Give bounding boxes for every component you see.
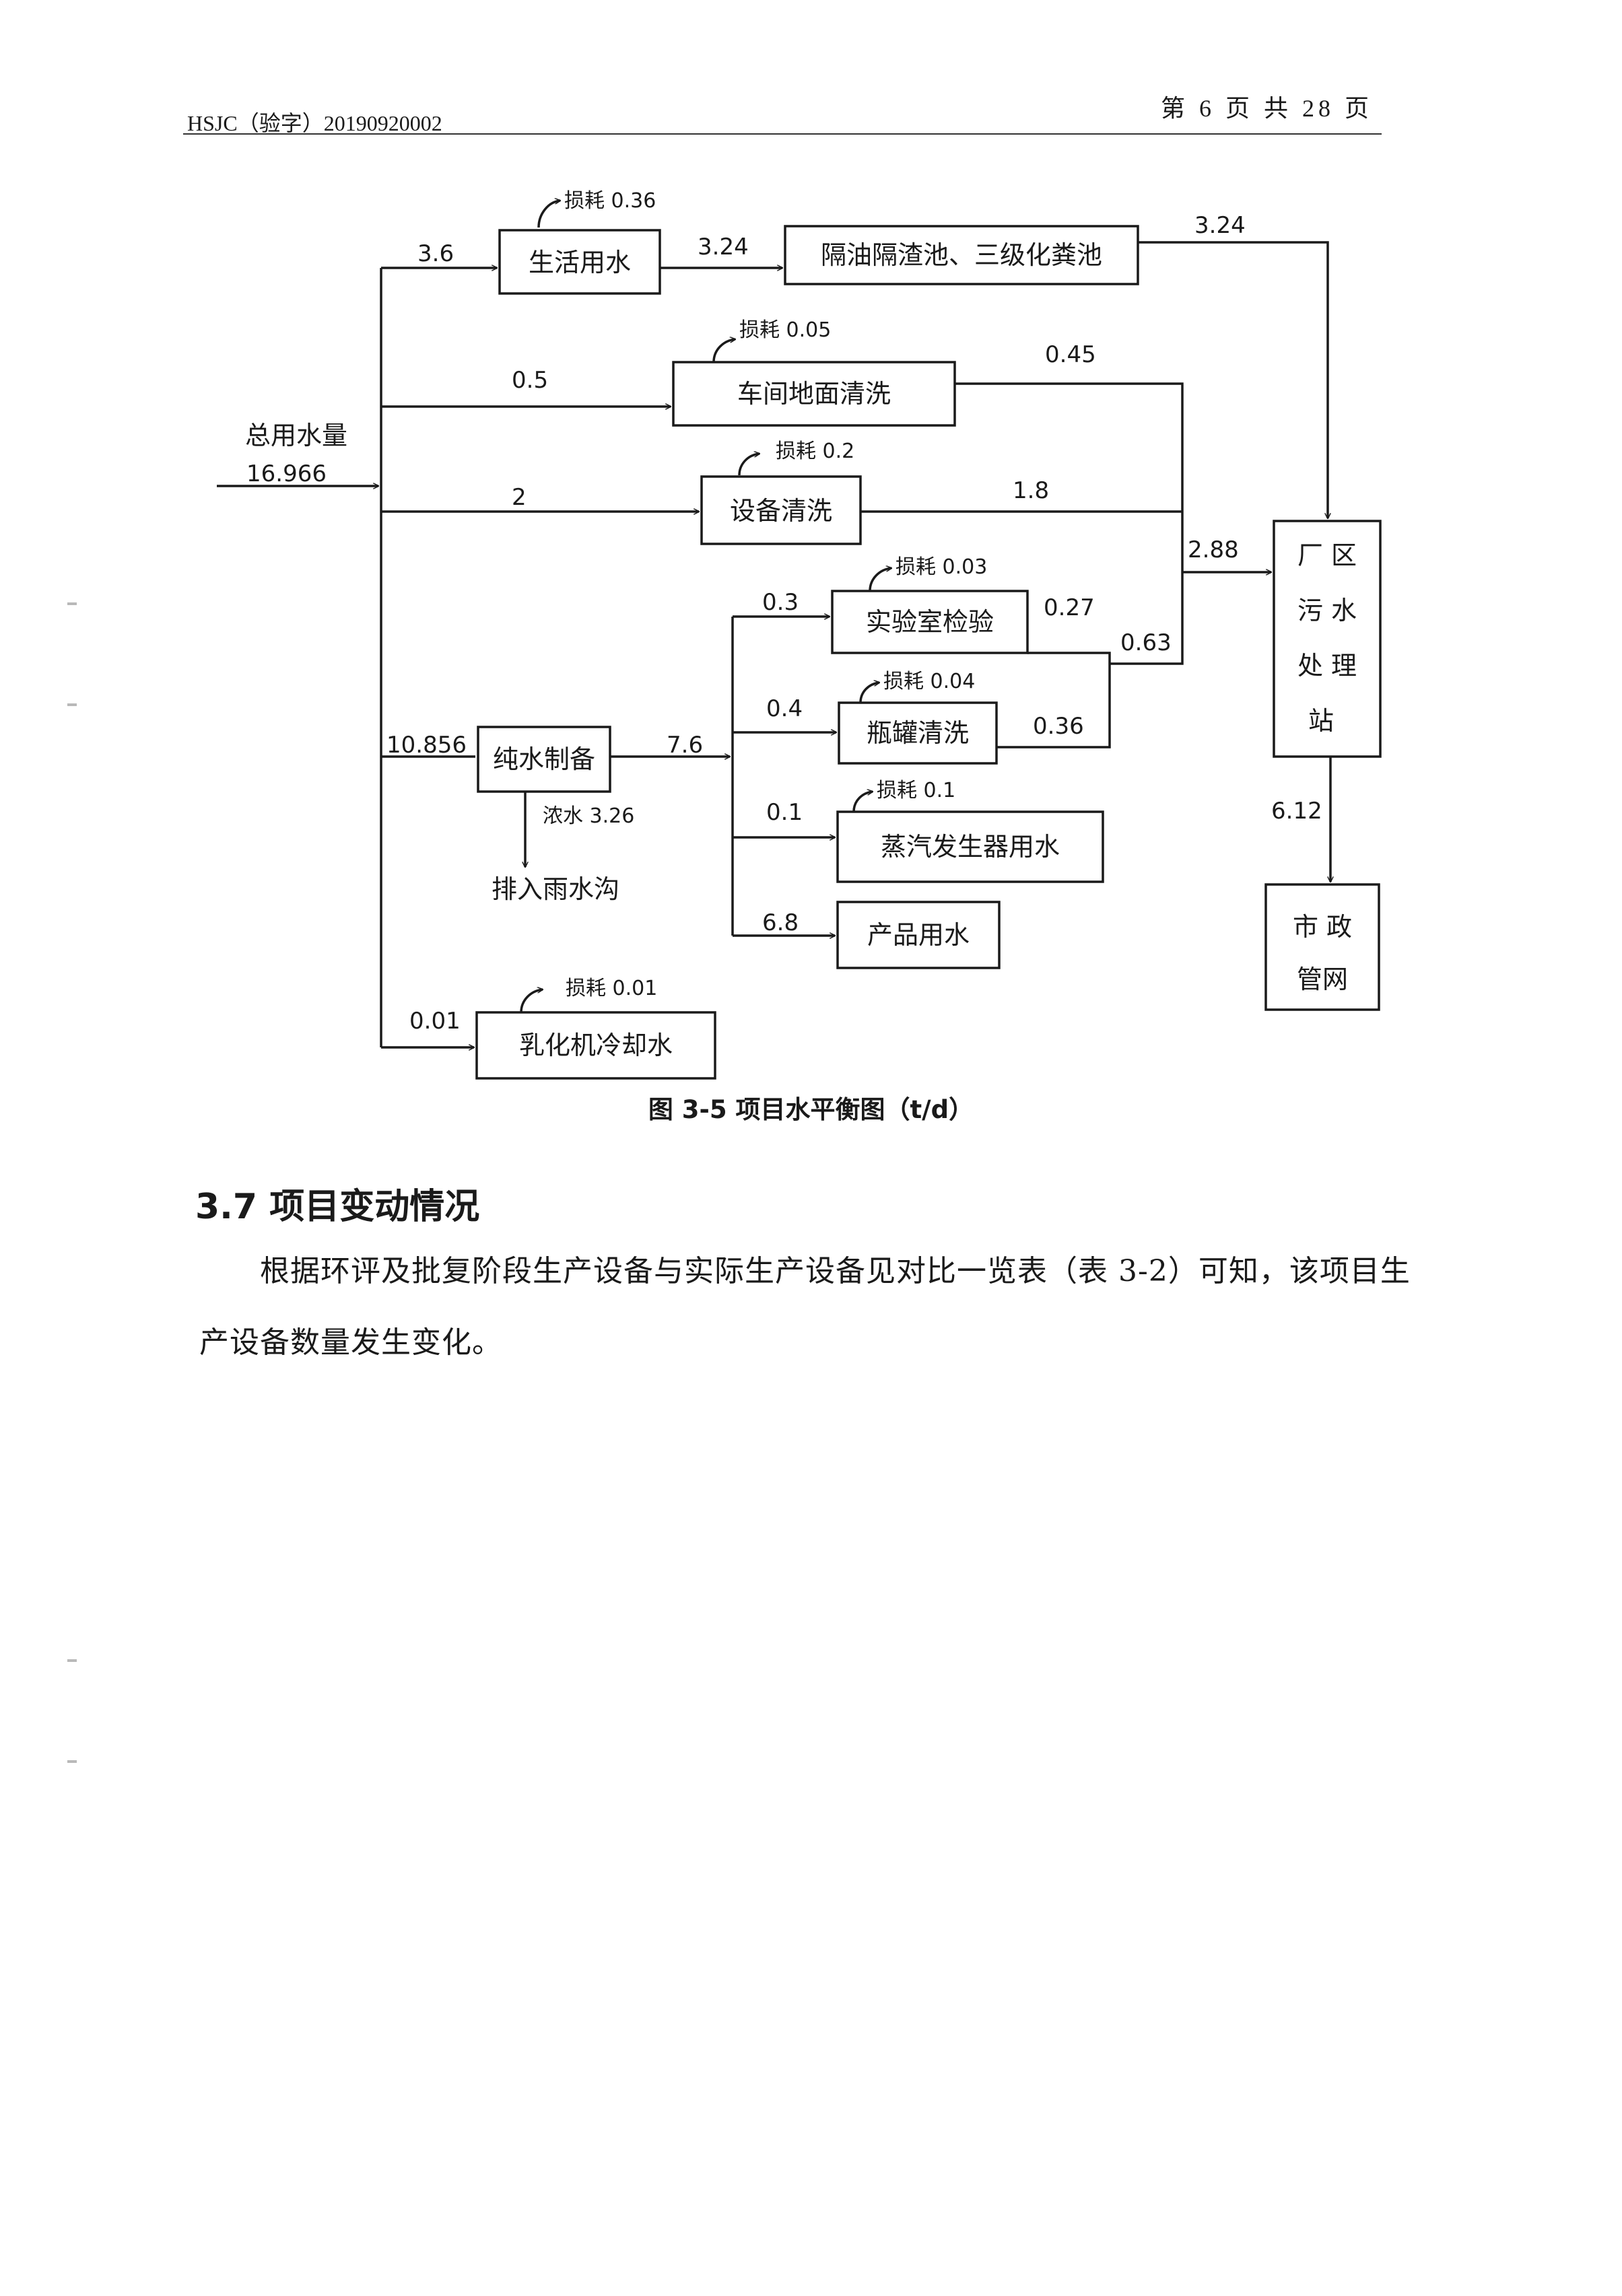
municipal-network-box xyxy=(1264,883,1380,1011)
loss-steam: 损耗 0.1 xyxy=(877,779,955,802)
loss-curve-floor xyxy=(712,339,735,363)
flow-lab-bottle-sum: 0.63 xyxy=(1120,629,1172,656)
bottle-outflow-line xyxy=(996,664,1111,749)
loss-curve-lab xyxy=(869,568,891,592)
lab-outflow-line xyxy=(1027,652,1111,664)
floor-wash-label: 车间地面清洗 xyxy=(737,379,891,409)
treatment-label-line4: 站 xyxy=(1308,706,1334,736)
flow-equip-out: 1.8 xyxy=(1013,477,1049,504)
water-balance-diagram: 生活用水 隔油隔渣池、三级化粪池 车间地面清洗 设备清洗 实验室检验 瓶罐清洗 … xyxy=(217,189,1382,1080)
flow-to-domestic: 3.6 xyxy=(417,240,454,267)
scan-artifact xyxy=(67,703,77,706)
emulsifier-cooling-box xyxy=(475,1011,716,1080)
bottle-wash-label: 瓶罐清洗 xyxy=(867,718,969,748)
flow-to-lab: 0.3 xyxy=(762,589,799,616)
steam-generator-label: 蒸汽发生器用水 xyxy=(881,832,1060,862)
total-water-label: 总用水量 xyxy=(245,421,347,450)
flow-lab-out: 0.27 xyxy=(1044,594,1095,621)
flow-to-pure: 10.856 xyxy=(386,732,467,759)
treatment-label-line2: 污 水 xyxy=(1297,596,1357,625)
total-water-value: 16.966 xyxy=(246,460,327,487)
loss-lab: 损耗 0.03 xyxy=(896,555,987,579)
flow-merged: 2.88 xyxy=(1188,536,1239,563)
loss-curve-emulsifier xyxy=(520,989,543,1013)
loss-curve-equip xyxy=(738,454,759,476)
loss-domestic: 损耗 0.36 xyxy=(564,189,656,213)
flow-floor-out: 0.45 xyxy=(1045,341,1096,368)
equipment-wash-label: 设备清洗 xyxy=(730,496,832,526)
flow-to-bottle: 0.4 xyxy=(766,695,803,722)
loss-equip: 损耗 0.2 xyxy=(776,440,854,463)
flow-to-emulsifier: 0.01 xyxy=(409,1008,461,1035)
section-heading: 3.7 项目变动情况 xyxy=(195,1187,480,1227)
product-water-label: 产品用水 xyxy=(867,920,970,950)
bottle-wash-box xyxy=(838,701,998,765)
lab-bottle-merge-line xyxy=(1110,572,1184,665)
domestic-water-box xyxy=(498,229,661,295)
loss-emulsifier: 损耗 0.01 xyxy=(566,977,657,1000)
treatment-station-box xyxy=(1273,520,1382,758)
loss-curve-bottle xyxy=(859,683,879,703)
steam-generator-box xyxy=(836,810,1104,883)
section-paragraph: 根据环评及批复阶段生产设备与实际生产设备见对比一览表（表 3-2）可知，该项目生… xyxy=(199,1254,1411,1360)
treatment-label-line1: 厂 区 xyxy=(1297,541,1357,570)
flow-treatment-out: 6.12 xyxy=(1271,798,1322,825)
lab-test-label: 实验室检验 xyxy=(866,607,994,637)
flow-bottle-out: 0.36 xyxy=(1033,713,1084,740)
pure-water-label: 纯水制备 xyxy=(493,744,595,774)
header-rule xyxy=(183,133,1382,135)
municipal-label-line1: 市 政 xyxy=(1293,912,1352,942)
emulsifier-cooling-label: 乳化机冷却水 xyxy=(519,1031,673,1060)
document-number: HSJC（验字）20190920002 xyxy=(187,111,442,135)
floor-wash-box xyxy=(672,361,956,427)
figure-caption: 图 3-5 项目水平衡图（t/d） xyxy=(648,1095,974,1124)
storm-drain-label: 排入雨水沟 xyxy=(492,874,619,904)
flow-to-floor: 0.5 xyxy=(512,367,548,394)
treatment-label-line3: 处 理 xyxy=(1297,651,1357,681)
flow-pure-out: 7.6 xyxy=(667,732,703,759)
flow-to-equip: 2 xyxy=(512,484,527,511)
flow-to-steam: 0.1 xyxy=(766,799,803,826)
scan-artifact xyxy=(67,1659,77,1662)
scan-artifact xyxy=(67,602,77,605)
scan-artifact xyxy=(67,1760,77,1763)
loss-curve-steam xyxy=(852,792,873,812)
concentrate-label: 浓水 3.26 xyxy=(543,804,634,828)
page-indicator: 第 6 页 共 28 页 xyxy=(1160,95,1373,122)
pure-water-box xyxy=(477,726,611,793)
flow-septic-out: 3.24 xyxy=(1194,212,1246,239)
flow-domestic-out: 3.24 xyxy=(698,234,749,260)
septic-to-treatment-arrow xyxy=(1138,241,1328,518)
loss-floor: 损耗 0.05 xyxy=(739,318,831,342)
flow-to-product: 6.8 xyxy=(762,909,799,936)
loss-curve-domestic xyxy=(537,201,560,228)
product-water-box xyxy=(836,901,1001,969)
equipment-wash-box xyxy=(700,475,862,545)
domestic-water-label: 生活用水 xyxy=(529,248,631,277)
septic-tank-box xyxy=(784,225,1139,285)
loss-bottle: 损耗 0.04 xyxy=(883,670,975,693)
lab-test-box xyxy=(831,590,1029,654)
municipal-label-line2: 管网 xyxy=(1297,965,1348,994)
septic-tank-label: 隔油隔渣池、三级化粪池 xyxy=(821,240,1102,270)
floor-outflow-line xyxy=(955,382,1184,572)
